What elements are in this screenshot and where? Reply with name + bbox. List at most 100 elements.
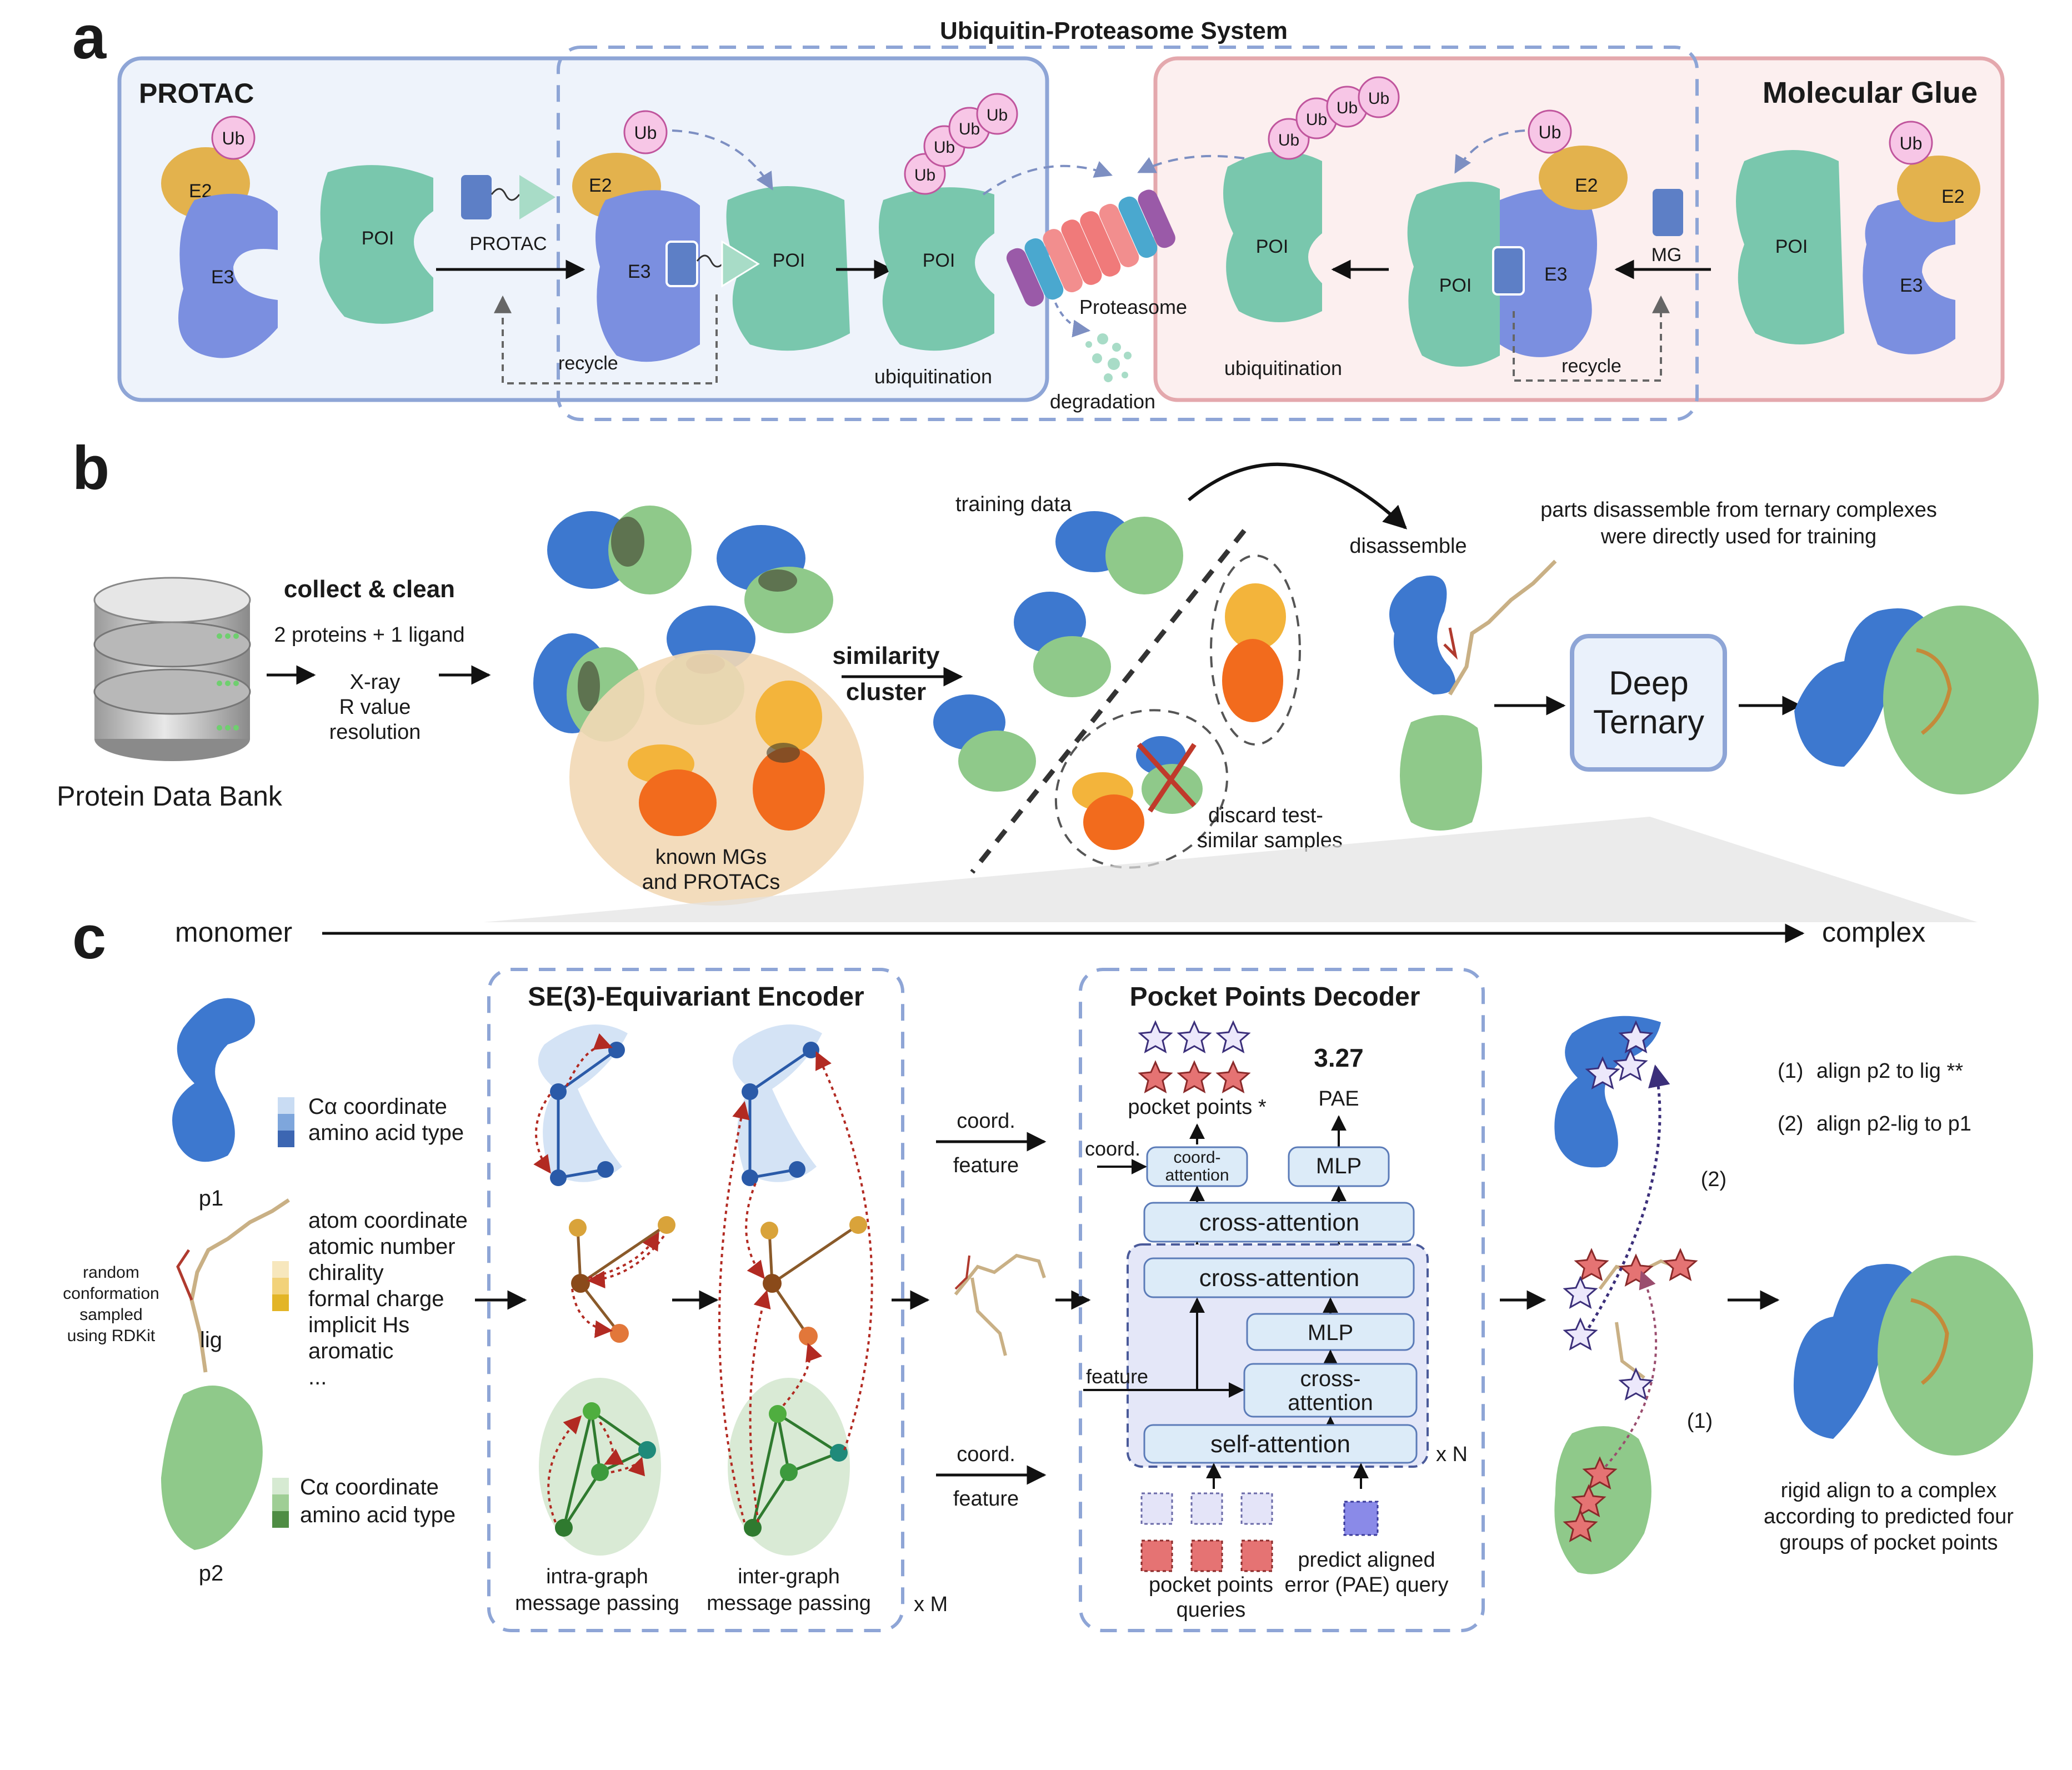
mg-molecule	[1492, 246, 1525, 296]
lig-feature: ...	[308, 1365, 327, 1389]
p2-feature-2: amino acid type	[300, 1503, 456, 1527]
poi-label: POI	[923, 250, 955, 271]
align-step-1-num: (1)	[1778, 1059, 1803, 1083]
parts-note-1: parts disassemble from ternary complexes	[1540, 498, 1937, 522]
random-conf-3: sampled	[79, 1306, 142, 1324]
monomer-label: monomer	[175, 917, 292, 948]
discard-cross-icon	[1137, 742, 1197, 813]
p2-feature-1: Cα coordinate	[300, 1475, 439, 1499]
ups-box	[557, 46, 1699, 421]
legend-swatch	[272, 1478, 289, 1494]
discard-circle-bottom	[1054, 709, 1229, 869]
e3-ligase	[178, 193, 278, 358]
collect-clean-label: collect & clean	[284, 576, 455, 603]
protac-e3-binder	[461, 175, 492, 219]
criteria-1: 2 proteins + 1 ligand	[274, 623, 464, 647]
cross-attention-module-top	[1143, 1202, 1415, 1243]
protac-poi-binder	[721, 240, 760, 288]
p2-label: p2	[199, 1561, 224, 1586]
ubiquitin-chain: Ub Ub Ub Ub	[1268, 76, 1400, 160]
cross-attention-module	[1143, 1257, 1415, 1298]
rigid-align-3: groups of pocket points	[1780, 1531, 1998, 1554]
star-icon	[1618, 1020, 1654, 1053]
molecular-glue-title: Molecular Glue	[1763, 76, 1978, 109]
ligand-embedding	[954, 1255, 970, 1290]
star-icon	[1215, 1020, 1251, 1053]
ub-label: Ub	[1278, 131, 1299, 149]
inter-label-2: message passing	[707, 1592, 871, 1615]
ub-label: Ub	[1306, 111, 1327, 129]
degradation-label: degradation	[1050, 390, 1155, 413]
pp-queries-label-1: pocket points	[1149, 1573, 1273, 1597]
structure	[753, 747, 825, 831]
self-attention-module	[1143, 1424, 1418, 1464]
coord-attention-label-1: coord-	[1173, 1148, 1220, 1167]
p2-structure	[1400, 715, 1482, 831]
p1-structure	[1554, 1016, 1661, 1168]
coord-input-label: coord.	[1085, 1137, 1140, 1160]
coord-label-bottom: coord.	[957, 1443, 1015, 1466]
query-tokens	[1140, 1492, 1379, 1572]
star-icon	[1138, 1060, 1173, 1093]
protac-linker	[696, 254, 726, 268]
coord-attention-label-2: attention	[1165, 1166, 1229, 1184]
ligand-structure	[189, 1198, 290, 1373]
model-name-1: Deep	[1609, 664, 1688, 702]
recycle-arrow-right	[1513, 295, 1670, 382]
zoom-shadow	[483, 817, 1978, 922]
ligand-structure	[1448, 559, 1557, 696]
ub-label: Ub	[1368, 89, 1389, 108]
recycle-label: recycle	[558, 353, 618, 374]
degradation-fragments	[1085, 333, 1132, 382]
encoder-title: SE(3)-Equivariant Encoder	[528, 982, 864, 1012]
structure	[639, 769, 717, 836]
inter-graph-panel	[718, 1024, 873, 1556]
random-conf-1: random	[83, 1263, 139, 1282]
ubiquitination-label-left: ubiquitination	[874, 365, 992, 388]
poi-protein	[879, 187, 994, 351]
align-step-1: align p2 to lig **	[1816, 1059, 1963, 1083]
poi-protein	[1736, 150, 1844, 344]
cross-attention-label-1: cross-	[1300, 1367, 1361, 1391]
pdb-label: Protein Data Bank	[57, 781, 283, 812]
p1-structure	[172, 998, 255, 1162]
p1-feature-1: Cα coordinate	[308, 1094, 447, 1119]
panel-b: b Protein Data Bank collect & clean 2 pr…	[57, 434, 2039, 922]
complex-label: complex	[1822, 917, 1925, 948]
star-icon	[1563, 1509, 1598, 1542]
star-icon	[1177, 1060, 1212, 1093]
ub-label: Ub	[634, 123, 657, 143]
poi-label: POI	[1775, 236, 1808, 257]
recycle-label: recycle	[1561, 356, 1621, 377]
star-icon	[1585, 1056, 1620, 1089]
pocket-star-group	[1585, 1020, 1654, 1089]
inter-label-1: inter-graph	[738, 1565, 840, 1588]
decoder-title: Pocket Points Decoder	[1130, 982, 1420, 1012]
mg-molecule	[1653, 189, 1683, 236]
ub-icon	[211, 116, 256, 160]
legend-swatch	[278, 1097, 294, 1114]
cross-attention-label-2: attention	[1288, 1391, 1373, 1415]
legend-swatch	[278, 1114, 294, 1131]
cross-attention-label: cross-attention	[1199, 1264, 1360, 1292]
e2-label: E2	[1941, 186, 1965, 207]
arc-2-label: (2)	[1701, 1168, 1726, 1191]
align-arc-1	[1604, 1271, 1658, 1468]
proteasome-input-arrow-left	[982, 161, 1113, 196]
decoder-box	[1079, 968, 1485, 1632]
legend-swatch	[272, 1294, 289, 1311]
predicted-complex-structure	[1794, 606, 2039, 794]
random-conf-4: using RDKit	[67, 1327, 156, 1345]
protac-poi-binder	[519, 175, 555, 219]
ub-label: Ub	[934, 138, 955, 157]
arc-1-label: (1)	[1687, 1409, 1713, 1433]
legend-swatch	[272, 1494, 289, 1511]
structure	[1083, 794, 1144, 850]
protac-ternary-complex: Ub E2 E3 POI	[572, 110, 850, 362]
panel-c-letter: c	[72, 903, 106, 972]
lig-feature: atomic number	[308, 1234, 456, 1259]
rigid-align-2: according to predicted four	[1764, 1505, 2014, 1528]
ub-label: Ub	[1539, 122, 1561, 142]
e2-label: E2	[1575, 175, 1598, 196]
align-arc-2	[1587, 1064, 1670, 1329]
